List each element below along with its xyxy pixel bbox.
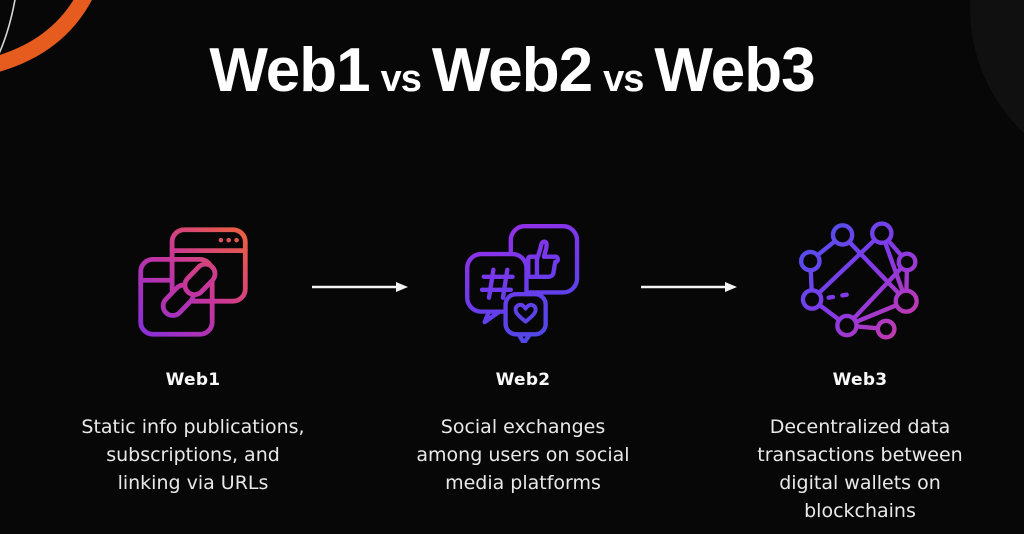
web1-description: Static info publications, subscriptions,… bbox=[43, 413, 343, 497]
title-vs-2: vs bbox=[603, 58, 644, 100]
web3-label: Web3 bbox=[832, 370, 888, 390]
title-web2: Web2 bbox=[431, 36, 593, 105]
title-vs-1: vs bbox=[380, 58, 422, 100]
description-line: media platforms bbox=[445, 472, 601, 494]
thin-line-decoration bbox=[0, 0, 16, 54]
orange-arc-decoration bbox=[0, 0, 92, 72]
web2-column: Web2 Social exchanges among users on soc… bbox=[373, 220, 673, 497]
web1-label: Web1 bbox=[165, 370, 221, 390]
title-web3: Web3 bbox=[654, 36, 815, 105]
web1-column: Web1 Static info publications, subscript… bbox=[43, 220, 343, 497]
corner-decoration bbox=[0, 0, 92, 72]
browser-link-icon bbox=[43, 220, 343, 344]
description-line: Social exchanges bbox=[440, 416, 606, 438]
description-line: Decentralized data bbox=[769, 416, 951, 438]
description-line: transactions between bbox=[757, 444, 963, 466]
description-line: subscriptions, and bbox=[106, 444, 280, 466]
arrow-right-icon bbox=[311, 280, 409, 294]
title-web1: Web1 bbox=[209, 36, 370, 105]
description-line: Static info publications, bbox=[81, 416, 305, 438]
corner-shade-circle bbox=[970, 0, 1024, 134]
web3-column: Web3 Decentralized data transactions bet… bbox=[710, 220, 1010, 525]
social-bubbles-icon bbox=[373, 220, 673, 344]
description-line: blockchains bbox=[804, 500, 916, 522]
network-nodes-icon bbox=[710, 220, 1010, 344]
description-line: among users on social bbox=[416, 444, 630, 466]
web2-label: Web2 bbox=[495, 370, 551, 390]
description-line: digital wallets on bbox=[779, 472, 941, 494]
arrow-right-icon bbox=[640, 280, 738, 294]
web2-description: Social exchanges among users on social m… bbox=[373, 413, 673, 497]
web3-description: Decentralized data transactions between … bbox=[710, 413, 1010, 525]
description-line: linking via URLs bbox=[117, 472, 269, 494]
